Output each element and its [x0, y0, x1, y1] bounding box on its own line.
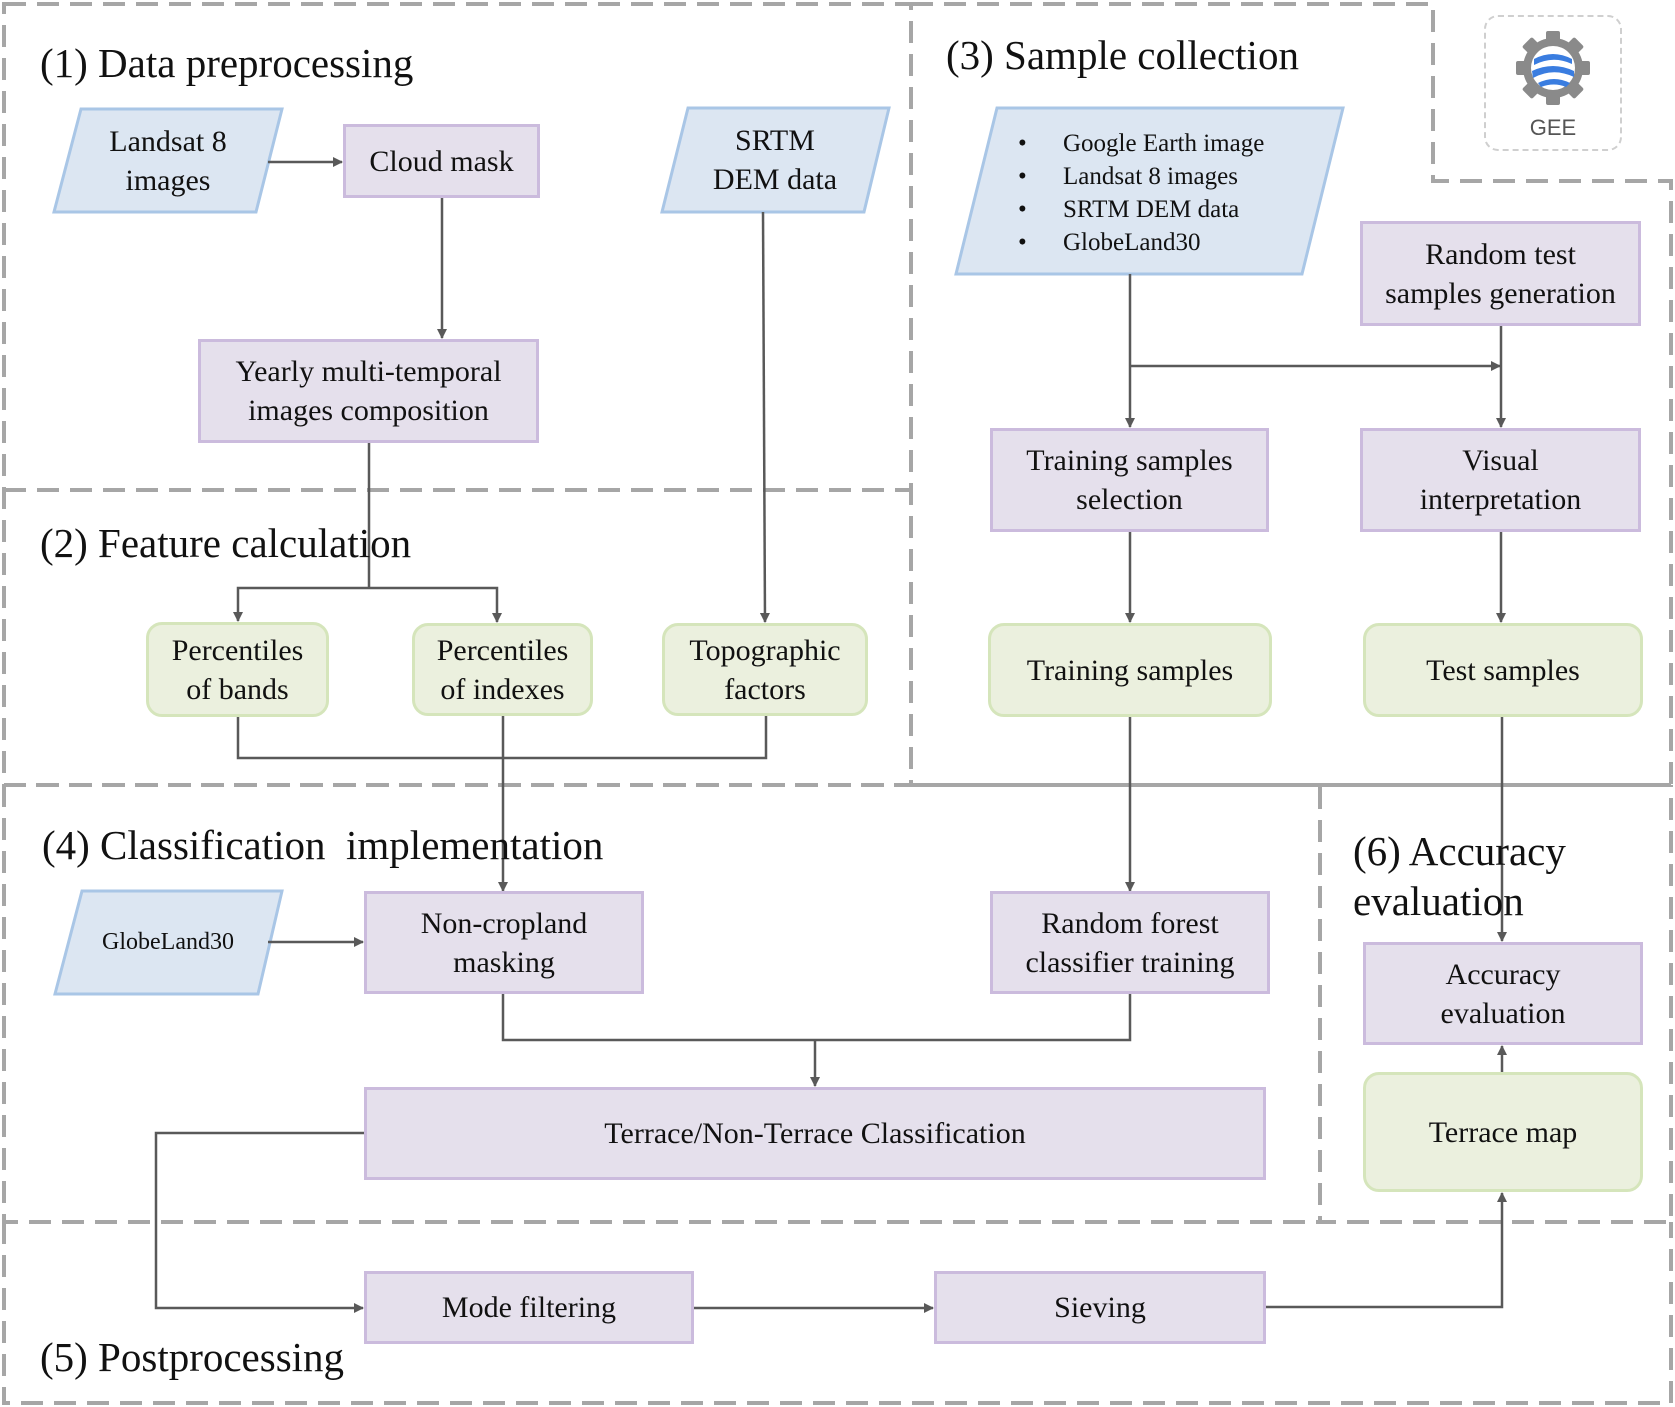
- node-text: Random test: [1425, 237, 1576, 271]
- node-training-samples: Training samples: [988, 623, 1272, 717]
- arrow-srtm-to-topo: [759, 211, 770, 623]
- node-text: selection: [1076, 483, 1183, 516]
- section-6-border: [1318, 785, 1673, 1224]
- node-terrace-classification: Terrace/Non-Terrace Classification: [364, 1087, 1266, 1180]
- section-3-border: [911, 2, 1673, 787]
- node-sieving: Sieving: [934, 1271, 1266, 1344]
- node-rf-training: Random forest classifier training: [990, 891, 1270, 994]
- node-topographic-factors: Topographic factors: [662, 623, 868, 716]
- arrow-to-pct-bands: [233, 586, 369, 622]
- node-text: Non-cropland: [420, 906, 588, 940]
- node-text: masking: [453, 945, 555, 979]
- node-training-selection: Training samples selection: [990, 428, 1269, 532]
- node-text: of indexes: [440, 672, 565, 706]
- node-text: DEM data: [712, 163, 838, 196]
- node-text: evaluation: [1440, 996, 1566, 1030]
- node-test-samples: Test samples: [1363, 623, 1643, 717]
- node-text: of bands: [186, 672, 289, 706]
- section-title-data-preprocessing: (1) Data preprocessing: [40, 40, 414, 86]
- gee-platform-badge: GEE: [1484, 15, 1622, 151]
- section-title-accuracy-line1: (6) Accuracy: [1353, 828, 1566, 874]
- node-percentiles-bands: Percentiles of bands: [146, 622, 329, 717]
- section-title-accuracy-evaluation: (6) Accuracy evaluation: [1353, 826, 1566, 926]
- node-cloud-mask: Cloud mask: [343, 124, 540, 198]
- globeland-input-shape: [53, 889, 284, 996]
- node-random-test-generation: Random test samples generation: [1360, 221, 1641, 326]
- node-text: Accuracy: [1445, 957, 1561, 991]
- sample-source-item: SRTM DEM data: [1018, 193, 1264, 226]
- sample-source-item: Landsat 8 images: [1018, 160, 1264, 193]
- node-percentiles-indexes: Percentiles of indexes: [412, 623, 593, 716]
- node-terrace-map: Terrace map: [1363, 1072, 1643, 1192]
- node-text: factors: [724, 672, 806, 706]
- node-accuracy-evaluation: Accuracy evaluation: [1363, 942, 1643, 1045]
- arrow-to-pct-indexes: [369, 586, 502, 623]
- line-classify-join: [501, 994, 1132, 1042]
- node-sample-sources: Google Earth image Landsat 8 images SRTM…: [1018, 127, 1264, 259]
- node-noncropland-masking: Non-cropland masking: [364, 891, 644, 994]
- node-text: Visual: [1462, 444, 1539, 477]
- arrow-classification-to-mode: [154, 1131, 364, 1313]
- sample-source-item: Google Earth image: [1018, 127, 1264, 160]
- section-title-feature-calculation: (2) Feature calculation: [40, 520, 412, 566]
- node-text: Random forest: [1041, 906, 1219, 940]
- node-text: images: [125, 163, 211, 197]
- node-srtm-dem: SRTM DEM data: [675, 108, 875, 212]
- srtm-input-shape: [660, 106, 891, 214]
- node-globeland30: GlobeLand30: [102, 929, 234, 955]
- earth-engine-gear-icon: [1516, 31, 1590, 105]
- node-text: interpretation: [1419, 483, 1582, 516]
- node-text: SRTM: [735, 124, 815, 157]
- node-text: classifier training: [1025, 945, 1235, 979]
- node-yearly-composition: Yearly multi-temporal images composition: [198, 339, 539, 443]
- gee-label: GEE: [1529, 115, 1577, 140]
- section-title-sample-collection: (3) Sample collection: [946, 32, 1299, 78]
- node-text: Landsat 8: [109, 124, 227, 158]
- node-text: Topographic: [689, 633, 841, 667]
- node-text: Yearly multi-temporal: [235, 355, 502, 388]
- node-text: samples generation: [1385, 276, 1616, 310]
- section-title-accuracy-line2: evaluation: [1353, 878, 1524, 924]
- node-mode-filtering: Mode filtering: [364, 1271, 694, 1344]
- sample-source-item: GlobeLand30: [1018, 226, 1264, 259]
- node-text: Training samples: [1026, 444, 1233, 477]
- node-text: Percentiles: [436, 633, 569, 667]
- node-text: Percentiles: [171, 633, 304, 667]
- node-text: images composition: [248, 394, 489, 427]
- node-landsat-images: Landsat 8 images: [68, 109, 268, 212]
- node-visual-interpretation: Visual interpretation: [1360, 428, 1641, 532]
- arrow-sieving-to-terrace-map: [1266, 1192, 1507, 1309]
- landsat-input-shape: [52, 107, 284, 214]
- section-title-classification: (4) Classification implementation: [42, 822, 604, 868]
- section-title-postprocessing: (5) Postprocessing: [40, 1334, 345, 1380]
